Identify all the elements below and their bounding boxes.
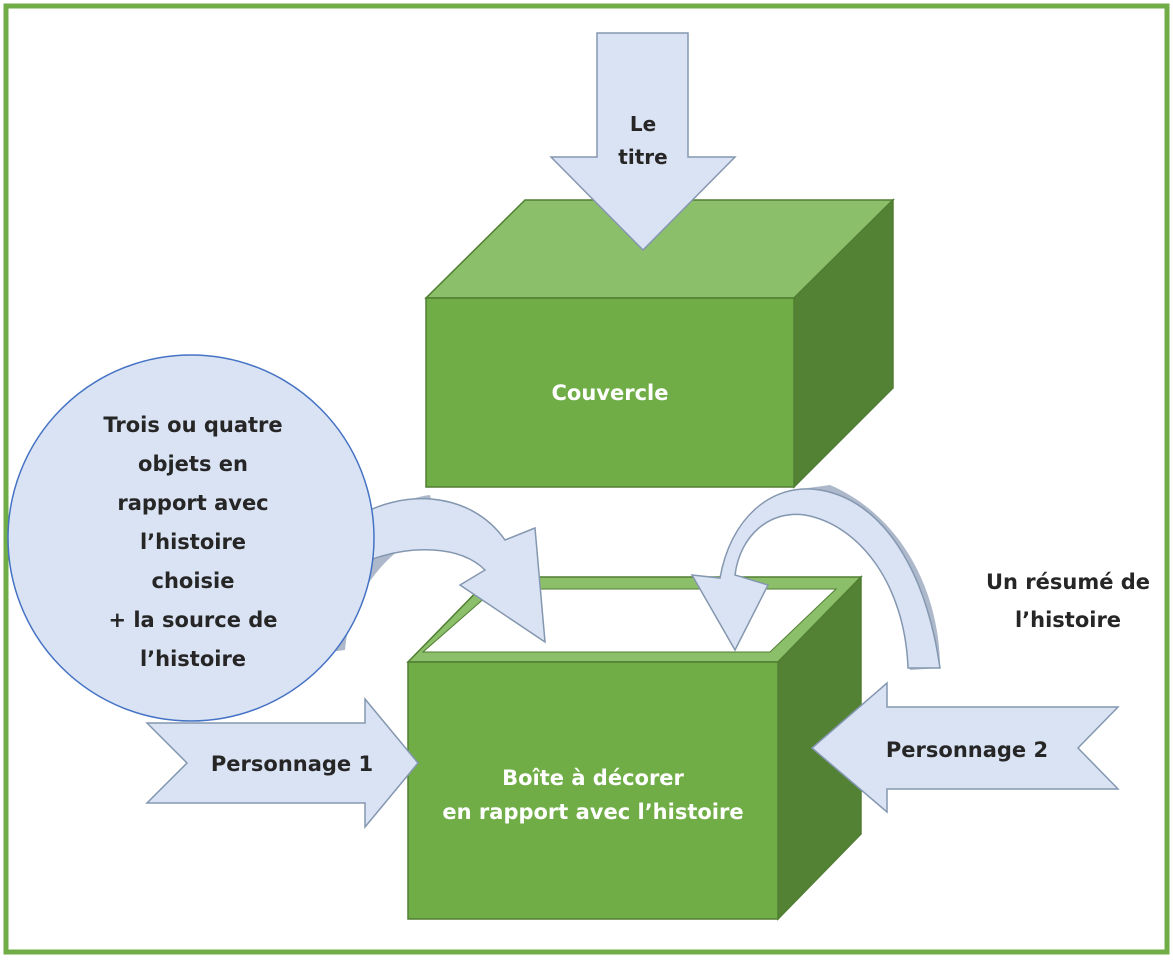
objects-line-7: l’histoire (140, 647, 246, 671)
lid-label: Couvercle (552, 381, 669, 405)
main-box: Boîte à décorer en rapport avec l’histoi… (406, 575, 863, 921)
objects-circle: Trois ou quatre objets en rapport avec l… (7, 354, 375, 722)
objects-line-3: rapport avec (117, 491, 268, 515)
curved-arrow-left-icon (351, 497, 546, 644)
summary-line-1: Un résumé de (986, 570, 1150, 594)
objects-line-5: choisie (152, 569, 235, 593)
title-arrow-line-1: Le (630, 112, 656, 136)
title-arrow-line-2: titre (618, 145, 667, 169)
character-1-label: Personnage 1 (211, 752, 373, 776)
title-arrow: Le titre (549, 32, 737, 252)
curved-arrow-left (330, 495, 546, 652)
objects-circle-shape (7, 354, 375, 722)
lid-front-face (425, 297, 795, 488)
objects-line-2: objets en (138, 452, 248, 476)
curved-arrow-right (690, 485, 941, 670)
arrow-left-icon (810, 681, 1120, 814)
arrow-down-icon (549, 32, 737, 252)
objects-line-4: l’histoire (140, 530, 246, 554)
lid-box: Couvercle (424, 198, 895, 489)
summary-label: Un résumé de l’histoire (986, 570, 1150, 632)
objects-line-6: + la source de (108, 608, 277, 632)
character-2-label: Personnage 2 (886, 738, 1048, 762)
character-2-arrow: Personnage 2 (810, 681, 1120, 814)
box-label-line-1: Boîte à décorer (502, 766, 684, 790)
box-label-line-2: en rapport avec l’histoire (442, 800, 743, 824)
character-1-arrow: Personnage 1 (145, 696, 419, 830)
summary-line-2: l’histoire (1015, 608, 1121, 632)
arrow-right-icon (145, 696, 419, 830)
outer-frame (3, 3, 1170, 955)
objects-line-1: Trois ou quatre (103, 413, 282, 437)
box-front-face (407, 661, 779, 920)
curved-arrow-right-icon (690, 488, 941, 669)
